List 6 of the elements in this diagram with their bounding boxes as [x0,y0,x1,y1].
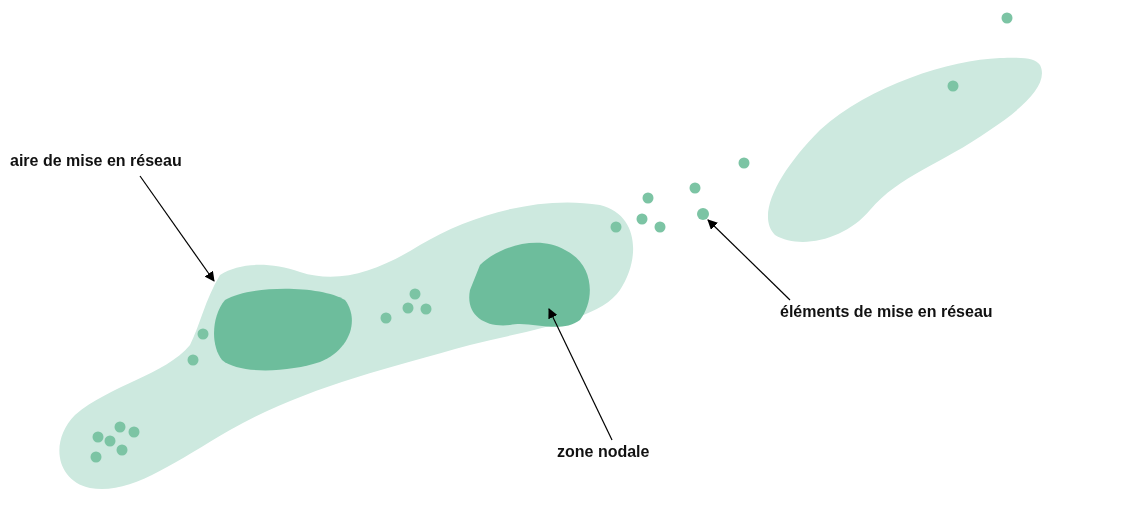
leader-line [548,308,613,441]
leader-line [139,175,215,282]
callout-label: éléments de mise en réseau [780,303,1100,325]
callout-label: aire de mise en réseau [10,152,260,174]
leader-line [707,219,791,301]
callout-label: zone nodale [557,443,687,465]
